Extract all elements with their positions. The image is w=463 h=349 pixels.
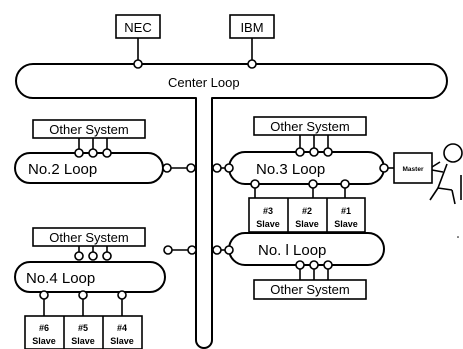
center-loop-node (247, 59, 257, 69)
stray-dot (457, 236, 459, 238)
ibm-label: IBM (240, 20, 263, 35)
operator-figure (429, 143, 463, 205)
no2-loop (14, 152, 164, 184)
no4-loop-label: No.4 Loop (26, 270, 95, 287)
slave-number: #1 (341, 206, 351, 216)
no3-slaves: #3 Slave #2 Slave #1 Slave (248, 197, 366, 233)
slave-label: Slave (334, 219, 358, 229)
no2-loop-group: Other System No.2 Loop (14, 119, 196, 184)
center-loop-node (133, 59, 143, 69)
slave-number: #2 (302, 206, 312, 216)
slave-number: #5 (78, 323, 88, 333)
no2-other-system-label: Other System (49, 122, 128, 137)
nec-label: NEC (124, 20, 151, 35)
center-loop-path (15, 63, 448, 349)
no3-loop (228, 151, 385, 185)
no4-other-system-label: Other System (49, 230, 128, 245)
no3-loop-group: Other System No.3 Loop Master (212, 116, 433, 198)
no1-loop-group: No. l Loop Other System (212, 232, 385, 300)
no3-other-system-label: Other System (270, 119, 349, 134)
ibm-computer: IBM (229, 14, 275, 69)
no2-loop-label: No.2 Loop (28, 161, 97, 178)
slave-number: #3 (263, 206, 273, 216)
no4-slaves: #6 Slave #5 Slave #4 Slave (24, 315, 143, 349)
no1-loop (228, 232, 385, 266)
slave-label: Slave (71, 336, 95, 346)
nec-computer: NEC (115, 14, 161, 69)
master-label: Master (403, 166, 424, 173)
no3-loop-label: No.3 Loop (256, 161, 325, 178)
slave-label: Slave (256, 219, 280, 229)
slave-label: Slave (32, 336, 56, 346)
slave-number: #6 (39, 323, 49, 333)
no4-loop (14, 261, 166, 293)
no4-loop-group: Other System No.4 Loop (14, 227, 197, 316)
slave-label: Slave (295, 219, 319, 229)
slave-label: Slave (110, 336, 134, 346)
center-loop-label: Center Loop (168, 75, 240, 90)
no1-other-system-label: Other System (270, 282, 349, 297)
no1-loop-label: No. l Loop (258, 242, 326, 259)
slave-number: #4 (117, 323, 127, 333)
